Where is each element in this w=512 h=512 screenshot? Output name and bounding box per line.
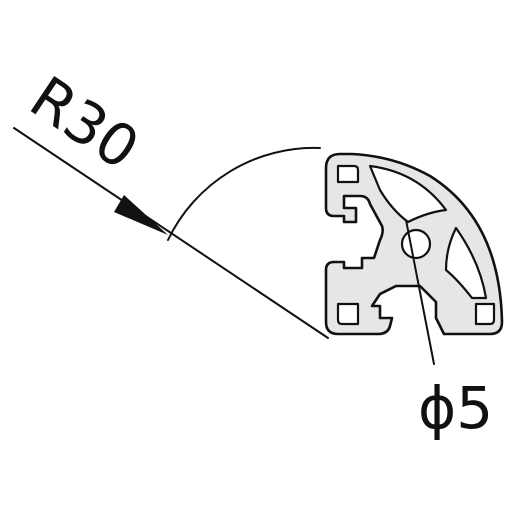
radius-arc xyxy=(167,146,321,241)
slot-bottom-right xyxy=(474,302,496,326)
slot-top-left xyxy=(336,164,360,184)
center-bore xyxy=(400,228,432,260)
radius-dimension: R30 xyxy=(13,63,329,339)
cavity-upper xyxy=(368,164,448,224)
cavity-right xyxy=(444,226,488,300)
radius-label: R30 xyxy=(18,63,151,183)
profile-cross-section xyxy=(324,152,504,336)
diameter-dimension: ϕ5 xyxy=(405,219,493,442)
radius-arrowhead xyxy=(114,195,168,235)
slot-bottom-left xyxy=(336,302,360,326)
diameter-label: ϕ5 xyxy=(418,374,493,442)
diameter-leader-line xyxy=(405,219,435,365)
